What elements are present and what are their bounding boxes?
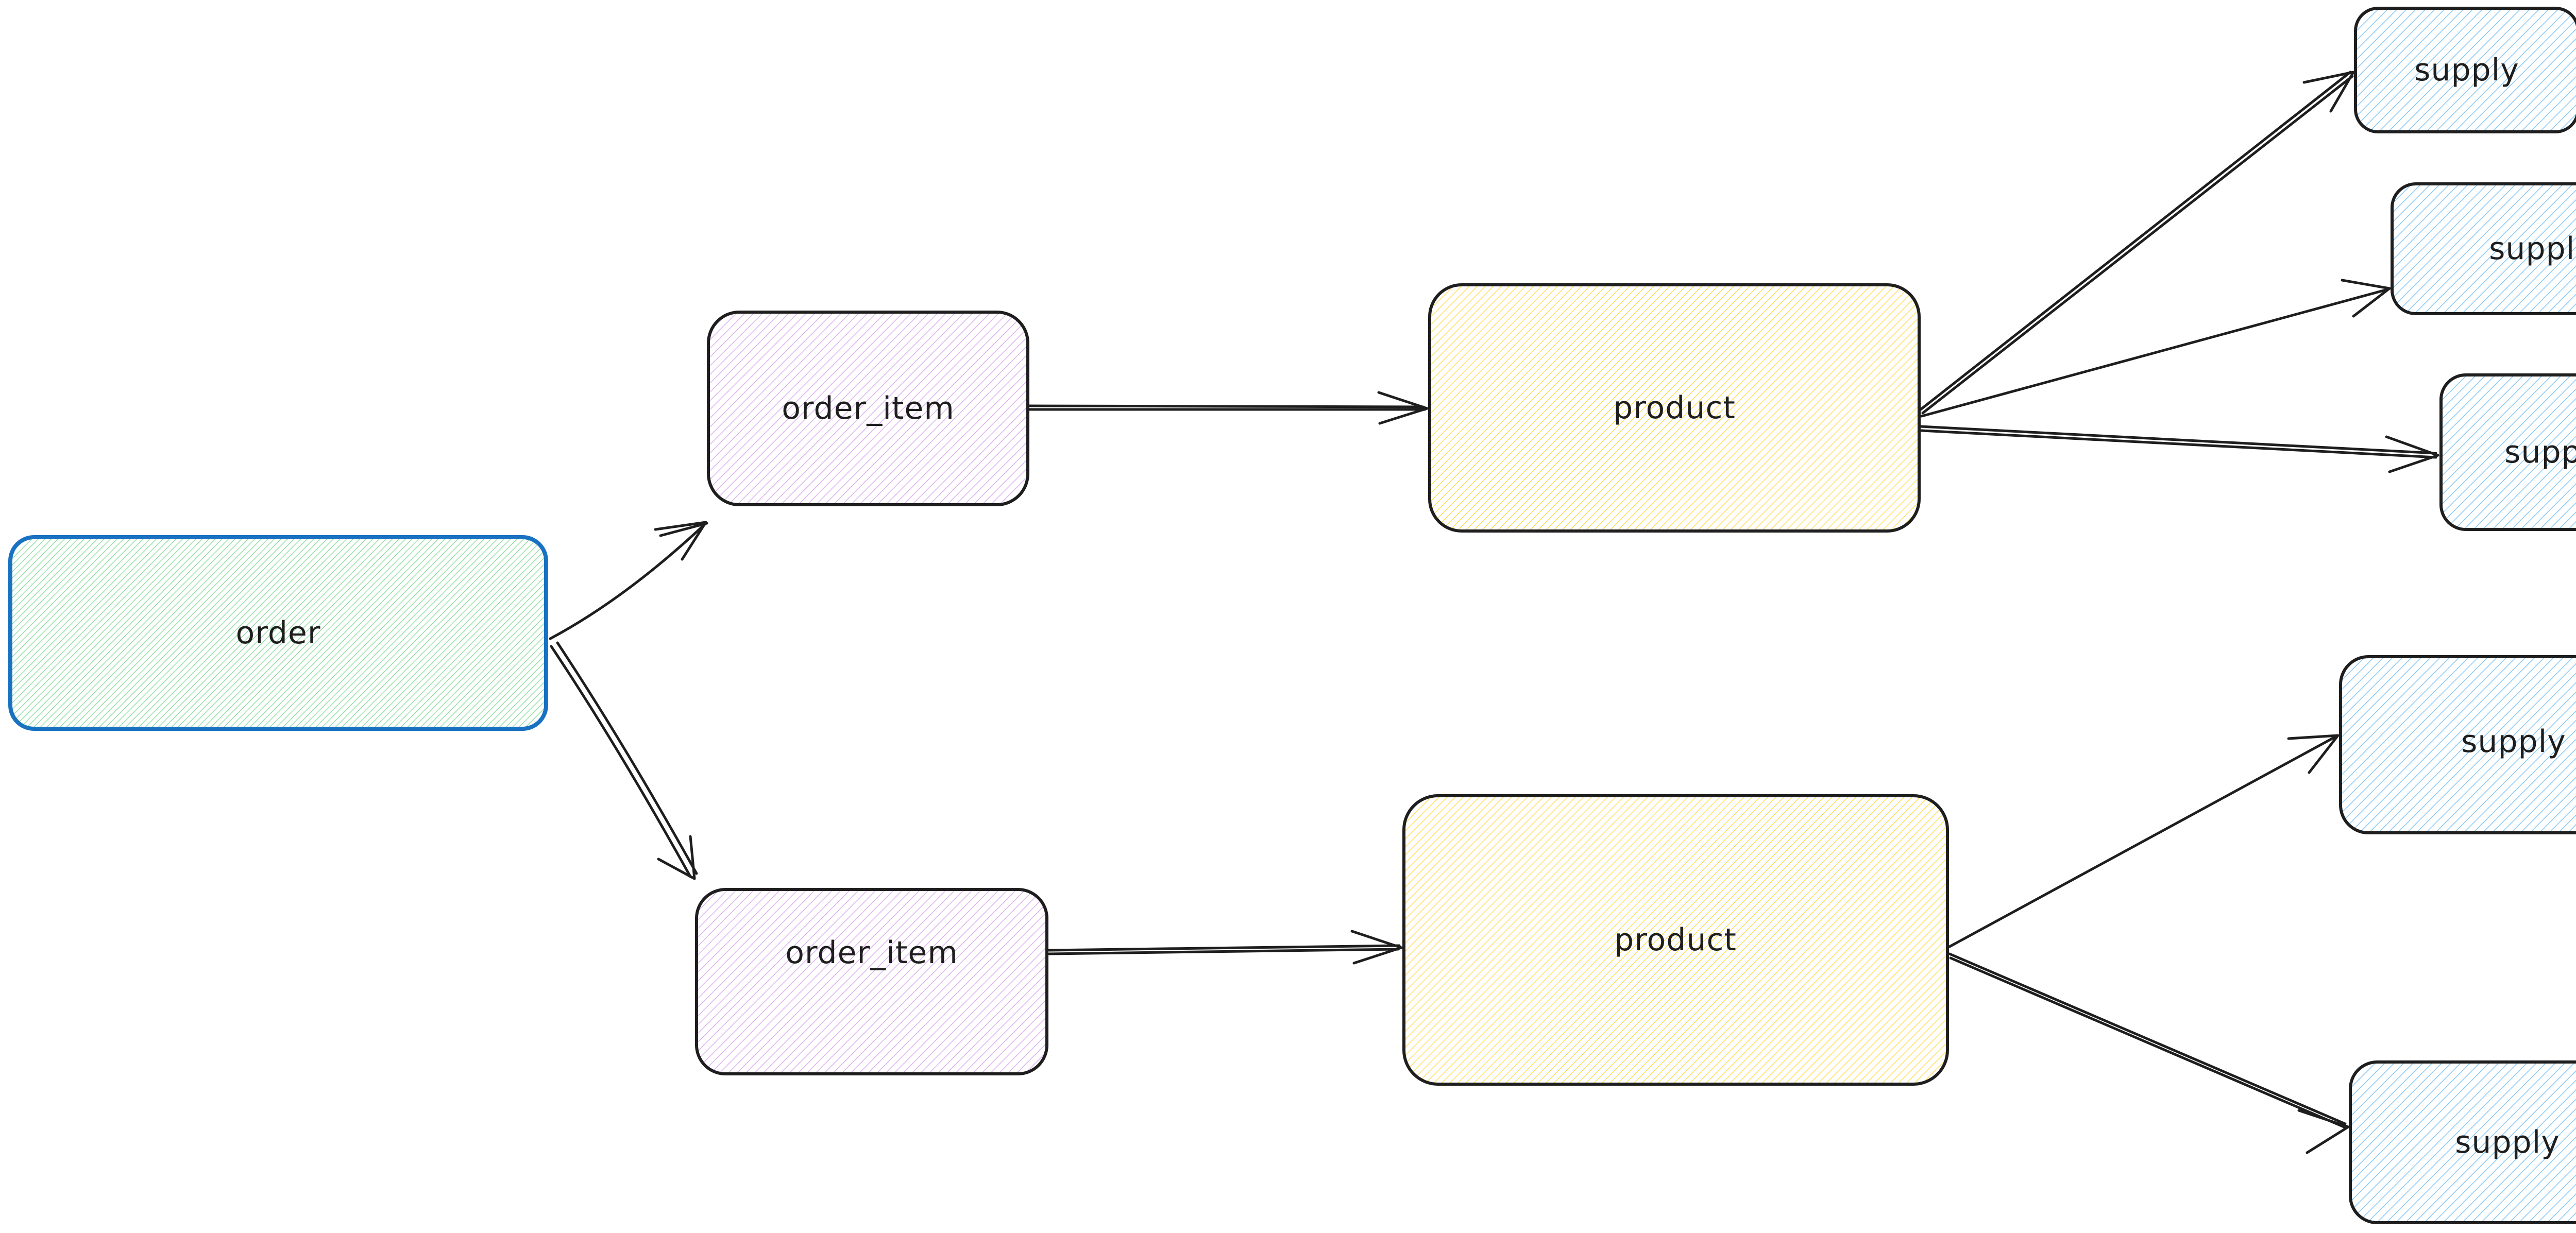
- node-order-shape[interactable]: [8, 535, 548, 731]
- edge-product-bottom-to-supply-5: [1948, 952, 2350, 1154]
- node-supply-1[interactable]: supply: [2354, 7, 2576, 133]
- edge-order-to-order-item-bottom: [550, 641, 698, 880]
- node-product-bottom-shape[interactable]: [1402, 794, 1949, 1086]
- node-supply-4-label: supply: [2461, 724, 2566, 760]
- node-product-top-shape[interactable]: [1428, 283, 1921, 533]
- node-order-item-top-label: order_item: [782, 390, 955, 426]
- node-product-bottom-label: product: [1614, 922, 1737, 958]
- node-supply-2-shape[interactable]: [2391, 182, 2576, 315]
- node-supply-3-label: supply: [2504, 434, 2576, 470]
- edge-product-top-to-supply-2: [1920, 279, 2391, 418]
- node-supply-3[interactable]: supply: [2439, 373, 2576, 531]
- node-order[interactable]: order: [8, 535, 548, 731]
- edge-order-to-order-item-top: [549, 521, 708, 640]
- node-product-top-label: product: [1613, 390, 1736, 426]
- node-order-item-top-shape[interactable]: [707, 311, 1029, 506]
- node-supply-3-shape[interactable]: [2439, 373, 2576, 531]
- node-supply-4-shape[interactable]: [2339, 655, 2576, 834]
- node-supply-5-shape[interactable]: [2349, 1060, 2576, 1224]
- node-supply-5-label: supply: [2455, 1124, 2560, 1160]
- node-order-item-bottom-label: order_item: [785, 935, 958, 971]
- edge-product-bottom-to-supply-4: [1948, 734, 2340, 948]
- node-product-top[interactable]: product: [1428, 283, 1921, 533]
- edge-product-top-to-supply-3: [1919, 425, 2439, 473]
- node-supply-2-label: supply: [2489, 231, 2576, 267]
- node-supply-5[interactable]: supply: [2349, 1060, 2576, 1224]
- edge-product-top-to-supply-1: [1919, 71, 2355, 415]
- node-product-bottom[interactable]: product: [1402, 794, 1949, 1086]
- node-order-item-bottom[interactable]: order_item: [695, 888, 1048, 1075]
- node-supply-1-shape[interactable]: [2354, 7, 2576, 133]
- edges-layer: [549, 71, 2439, 1154]
- node-order-item-bottom-shape[interactable]: [695, 888, 1048, 1075]
- node-supply-4[interactable]: supply: [2339, 655, 2576, 834]
- node-order-item-top[interactable]: order_item: [707, 311, 1029, 506]
- node-order-label: order: [236, 615, 321, 651]
- node-supply-2[interactable]: supply: [2391, 182, 2576, 315]
- node-supply-1-label: supply: [2414, 52, 2519, 88]
- edge-order-item-bottom-to-product-bottom: [1047, 930, 1403, 965]
- edge-order-item-top-to-product-top: [1028, 391, 1429, 425]
